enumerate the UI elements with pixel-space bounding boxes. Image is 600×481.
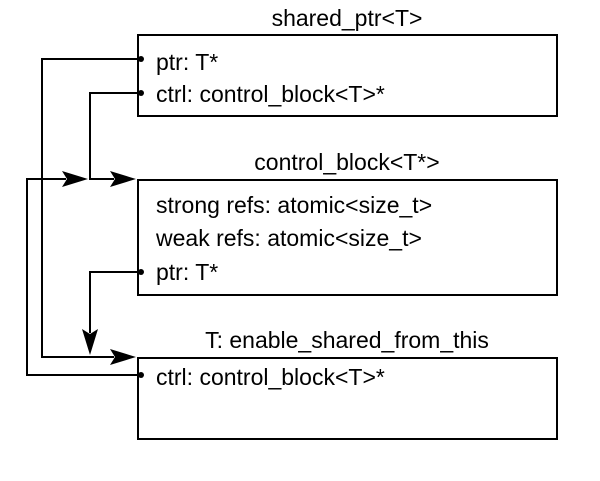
control-block-ptr-arrow (82, 269, 144, 355)
object-frame (137, 357, 558, 440)
shared-ptr-frame (137, 34, 558, 117)
shared-ptr-ctrl-arrowhead (110, 171, 136, 187)
object-ctrl-arrow (26, 171, 144, 378)
shared-ptr-ctrl-line (89, 92, 141, 180)
shared-ptr-ptr-field: ptr: T* (156, 49, 218, 75)
control-block-weak-refs-field: weak refs: atomic<size_t> (155, 225, 422, 251)
control-block-ptr-field: ptr: T* (156, 259, 218, 285)
object-ctrl-line (26, 178, 141, 376)
object-ctrl-arrowhead (62, 171, 88, 187)
shared-ptr-box: shared_ptr<T> ptr: T* ctrl: control_bloc… (137, 5, 558, 117)
control-block-box: control_block<T*> strong refs: atomic<si… (137, 149, 558, 296)
control-block-strong-refs-field: strong refs: atomic<size_t> (156, 192, 432, 218)
object-title: T: enable_shared_from_this (205, 327, 489, 353)
control-block-ptr-arrowhead (82, 329, 98, 355)
shared-ptr-ptr-arrow (41, 56, 144, 365)
shared-ptr-ptr-line (41, 58, 141, 358)
control-block-frame (137, 179, 558, 296)
control-block-title: control_block<T*> (254, 149, 439, 175)
object-box: T: enable_shared_from_this ctrl: control… (137, 327, 558, 440)
shared-ptr-title: shared_ptr<T> (272, 5, 423, 31)
shared-ptr-ptr-arrowhead (110, 349, 136, 365)
shared-ptr-ctrl-arrow (89, 90, 144, 187)
shared-ptr-ctrl-field: ctrl: control_block<T>* (156, 81, 385, 107)
control-block-ptr-line (89, 271, 141, 333)
object-ctrl-field: ctrl: control_block<T>* (156, 364, 385, 390)
